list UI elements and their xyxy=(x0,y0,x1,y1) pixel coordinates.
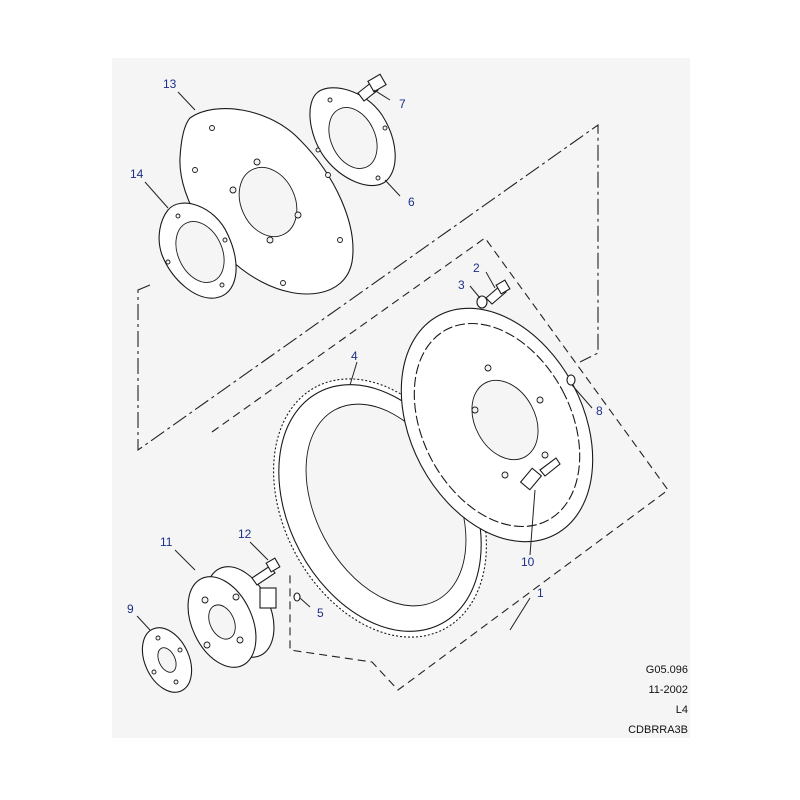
callout-14: 14 xyxy=(130,167,144,181)
group-boundary-lower xyxy=(211,237,669,691)
group-boundary-upper xyxy=(137,123,599,452)
callout-9: 9 xyxy=(127,602,134,616)
bolt-part-12 xyxy=(251,557,281,586)
spacer-ring-part-9 xyxy=(141,627,193,693)
bolt-part-7 xyxy=(357,73,387,102)
callout-1: 1 xyxy=(537,586,544,600)
bolt-part-2 xyxy=(485,279,511,305)
callout-12: 12 xyxy=(238,527,252,541)
callout-7: 7 xyxy=(399,97,406,111)
bolt-part-10 xyxy=(519,457,561,491)
adapter-hub-part-11 xyxy=(187,566,277,668)
washer-part-3 xyxy=(476,295,488,309)
callout-labels: 1 2 3 4 5 6 7 8 9 10 11 12 13 14 xyxy=(127,77,603,620)
callout-6: 6 xyxy=(408,195,415,209)
callout-10: 10 xyxy=(521,555,535,569)
figure-code: G05.096 xyxy=(645,664,688,676)
figure-part-code: CDBRRA3B xyxy=(628,724,688,736)
ring-plate-part-14 xyxy=(158,202,237,299)
dowel-pin-part-5 xyxy=(293,592,301,602)
callout-2: 2 xyxy=(473,261,480,275)
callout-4: 4 xyxy=(351,349,358,363)
figure-date: 11-2002 xyxy=(648,684,688,696)
callout-3: 3 xyxy=(458,278,465,292)
ring-plate-part-6 xyxy=(309,87,396,187)
leader-lines xyxy=(136,89,593,631)
callout-8: 8 xyxy=(596,404,603,418)
figure-variant: L4 xyxy=(675,704,688,716)
dowel-part-8 xyxy=(566,374,576,386)
callout-5: 5 xyxy=(317,606,324,620)
callout-13: 13 xyxy=(163,77,177,91)
callout-11: 11 xyxy=(160,535,173,549)
